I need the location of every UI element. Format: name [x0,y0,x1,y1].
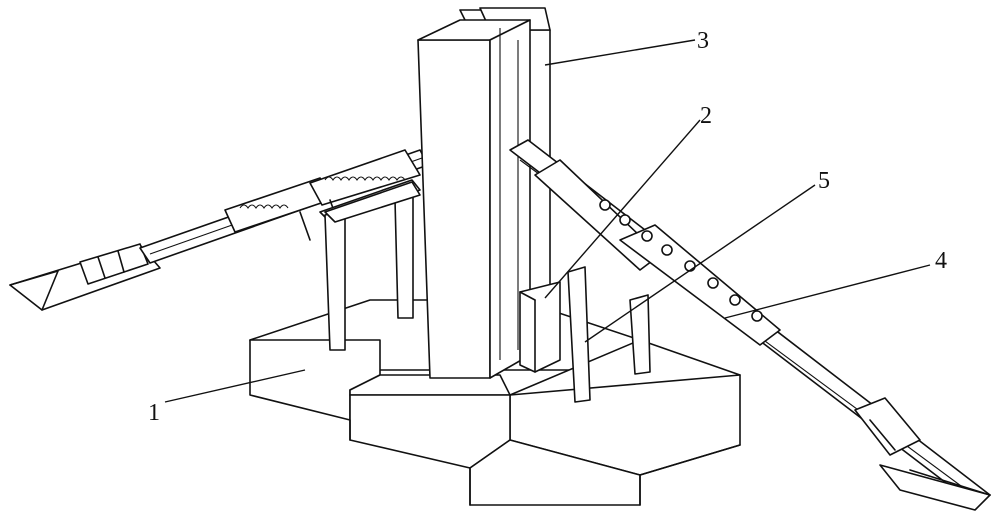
label-support: 5 [818,168,830,194]
label-column: 3 [697,28,709,54]
right-support-legs [567,266,651,403]
vertical-column [417,7,551,379]
slider-block [519,281,561,373]
part-labels: 1 2 3 4 5 [148,28,947,426]
label-base: 1 [148,400,160,426]
left-support-legs [324,181,421,351]
leader-lines [164,39,931,403]
label-slider: 2 [700,103,712,129]
right-conveyor-arm [509,139,991,511]
left-conveyor-arm [9,149,429,311]
label-conveyor: 4 [935,248,947,274]
